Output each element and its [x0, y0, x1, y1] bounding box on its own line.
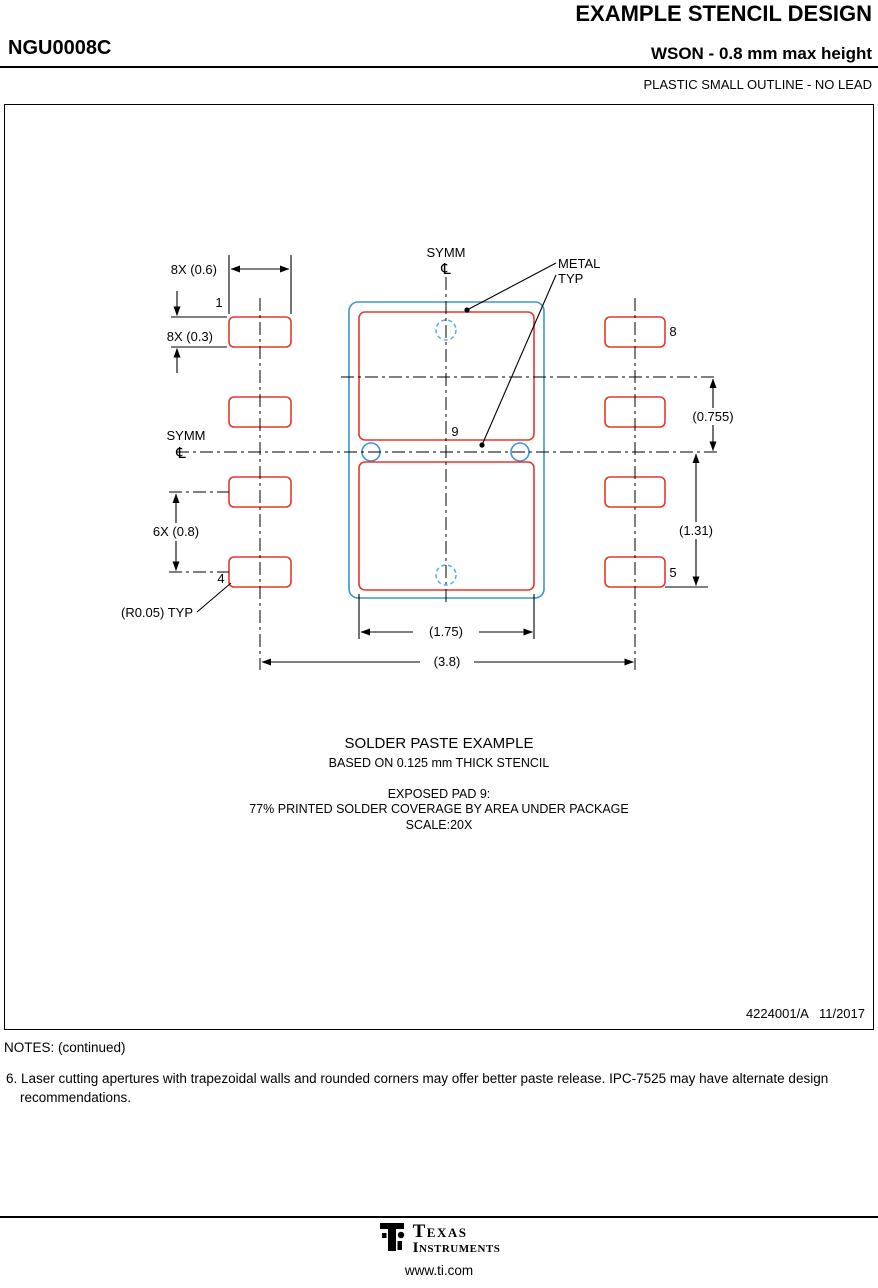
dim-half-height-label: (1.31) — [679, 523, 713, 538]
metal-typ-label-line1: METAL — [558, 256, 600, 271]
keepout-circle-bottom — [435, 564, 457, 586]
keepout-circle-top — [435, 319, 457, 341]
centerline-symbol-top: ℄ — [440, 261, 451, 278]
dim-pad-height-label: 8X (0.3) — [167, 329, 213, 344]
package-type: PLASTIC SMALL OUTLINE - NO LEAD — [643, 77, 872, 92]
dimension-lines — [171, 255, 717, 666]
paste-keepout-circles — [435, 319, 457, 586]
stencil-drawing: 8X (0.6) 8X (0.3) 6X (0.8) (0.755) (1.31… — [121, 245, 745, 670]
symm-left-label: SYMM — [167, 428, 206, 443]
ti-logo: Texas Instruments — [0, 1221, 878, 1257]
notes-heading: NOTES: (continued) — [4, 1040, 126, 1055]
caption-exposed-pad: EXPOSED PAD 9: — [387, 787, 491, 801]
dim-span-label: (3.8) — [434, 654, 461, 669]
pin-5-label: 5 — [669, 565, 676, 580]
package-subtitle: WSON - 0.8 mm max height — [650, 44, 872, 63]
pad-9-label: 9 — [451, 424, 458, 439]
dimension-label-backgrounds — [133, 408, 745, 670]
metal-leader-1 — [466, 262, 557, 311]
drawing-number: 4224001/A 11/2017 — [745, 1006, 865, 1021]
caption-coverage: 77% PRINTED SOLDER COVERAGE BY AREA UNDE… — [249, 802, 629, 817]
dimension-labels: 8X (0.6) 8X (0.3) 6X (0.8) (0.755) (1.31… — [121, 245, 734, 669]
dim-pad-width-label: 8X (0.6) — [171, 262, 217, 277]
metal-leader-dot-2 — [479, 442, 485, 448]
metal-leader-2 — [481, 274, 557, 446]
centerlines — [169, 277, 717, 670]
footer-rule — [0, 1216, 878, 1218]
header-rule — [0, 66, 878, 68]
drawing-frame: 8X (0.6) 8X (0.3) 6X (0.8) (0.755) (1.31… — [4, 104, 874, 1030]
pin-4-label: 4 — [217, 571, 224, 586]
caption-subtitle: BASED ON 0.125 mm THICK STENCIL — [328, 756, 550, 770]
ti-logo-texas: Texas — [412, 1221, 468, 1243]
caption-scale: SCALE:20X — [405, 817, 473, 832]
pin-1-label: 1 — [215, 295, 222, 310]
dim-pitch-label: 6X (0.8) — [153, 524, 199, 539]
ti-logo-icon — [379, 1223, 404, 1251]
caption-block: SOLDER PASTE EXAMPLE BASED ON 0.125 mm T… — [5, 735, 873, 833]
symm-top-label: SYMM — [427, 245, 466, 260]
dim-row-offset-label: (0.755) — [692, 409, 733, 424]
caption-title: SOLDER PASTE EXAMPLE — [344, 735, 534, 752]
note-6: 6. Laser cutting apertures with trapezoi… — [6, 1071, 829, 1105]
radius-typ-label: (R0.05) TYP — [121, 605, 193, 620]
metal-leader-dot-1 — [464, 307, 470, 313]
page-title: EXAMPLE STENCIL DESIGN — [575, 1, 872, 26]
radius-leader — [196, 582, 232, 613]
metal-typ-label-line2: TYP — [558, 271, 583, 286]
part-number: NGU0008C — [8, 37, 112, 59]
leader-lines — [196, 262, 557, 613]
website: www.ti.com — [404, 1263, 474, 1278]
ti-logo-wordmark: Texas Instruments — [412, 1221, 501, 1256]
ti-logo-instruments: Instruments — [412, 1239, 501, 1256]
centerline-symbol-left: ℄ — [175, 445, 186, 462]
dim-epad-width-label: (1.75) — [429, 624, 463, 639]
stencil-apertures — [228, 311, 666, 591]
pin-8-label: 8 — [669, 324, 676, 339]
